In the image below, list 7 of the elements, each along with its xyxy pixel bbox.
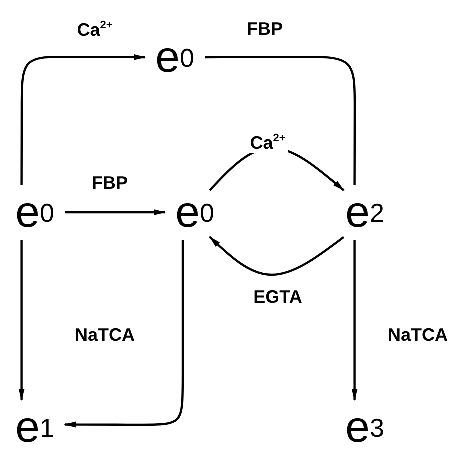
edge-label: Ca$^{2+}$ [248,132,288,154]
arrow [352,240,358,401]
arrow [18,240,25,401]
arrow [20,54,146,185]
arrow [209,236,345,276]
arrow [65,210,166,216]
arrow [64,240,184,428]
